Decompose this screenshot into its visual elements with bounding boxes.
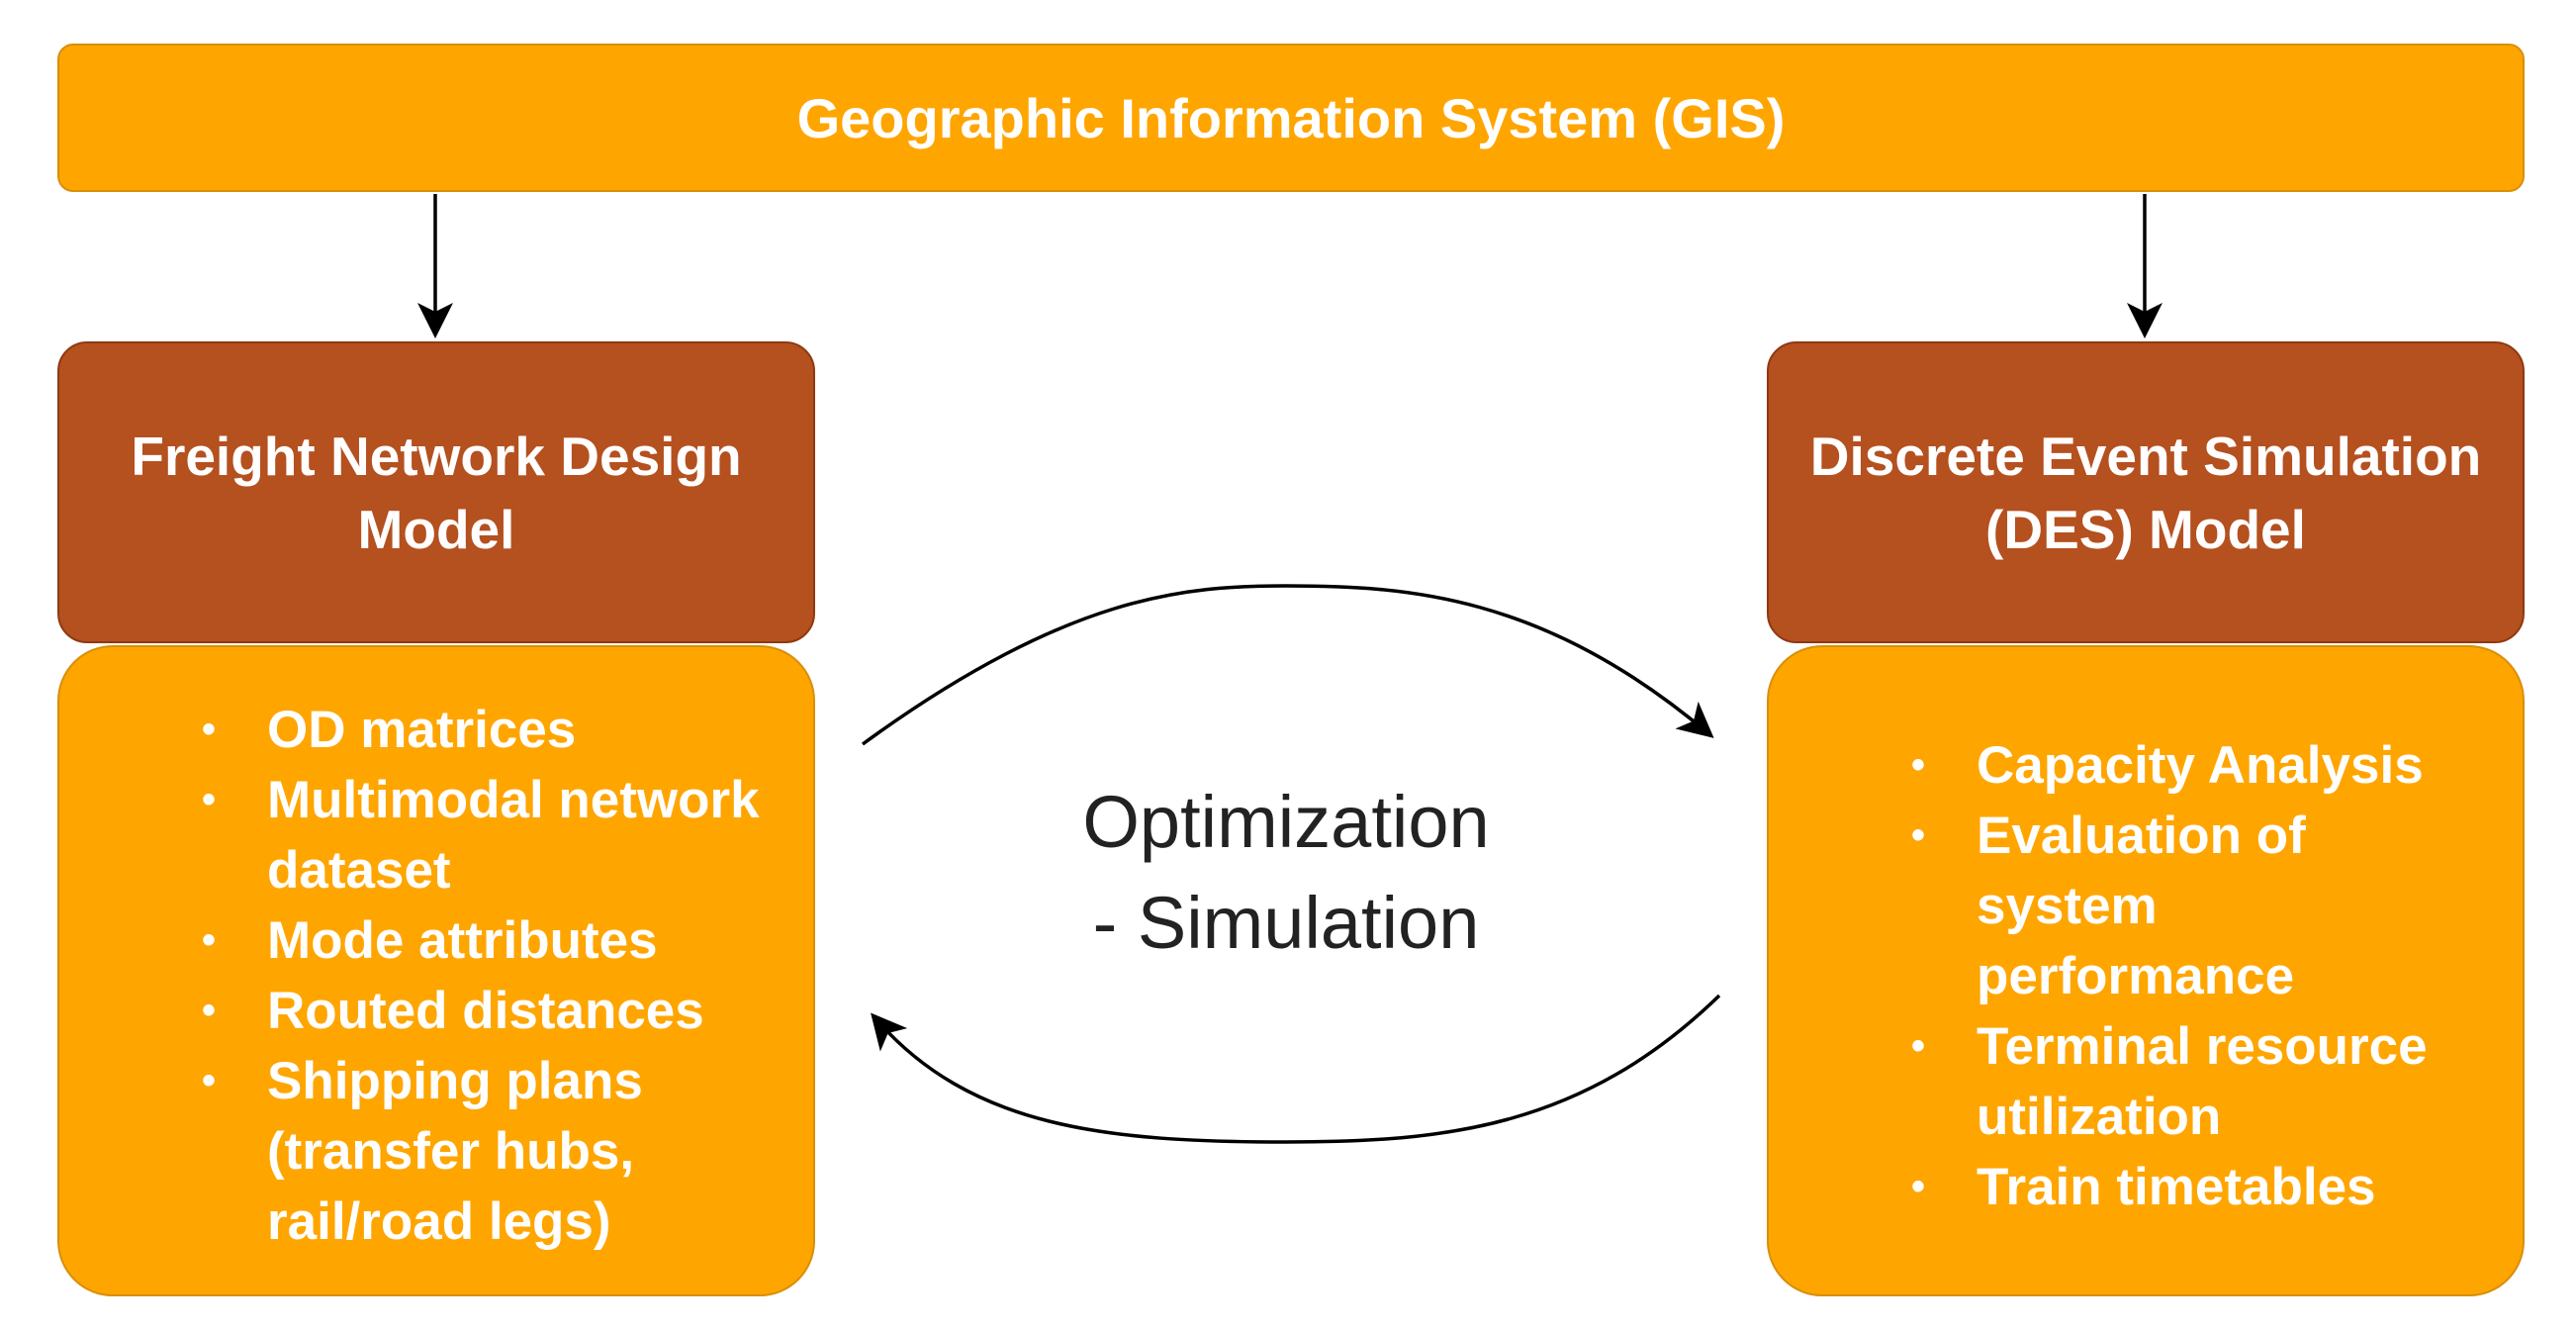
list-item: •Shipping plans (202, 1046, 821, 1116)
list-item: •Terminal resource (1911, 1011, 2511, 1082)
list-item-continued: utilization (1977, 1088, 2222, 1146)
loop-label-line2: - Simulation (1092, 882, 1480, 964)
bullet-icon: • (1911, 1165, 1926, 1208)
des-model-header: Discrete Event Simulation (DES) Model (1767, 341, 2525, 643)
bullet-icon: • (1911, 743, 1926, 787)
list-item: •Routed distances (202, 976, 821, 1046)
bullet-icon: • (202, 918, 217, 962)
freight-model-body: •OD matrices •Multimodal network dataset… (57, 645, 815, 1296)
list-item: •Evaluation of (1911, 801, 2511, 871)
freight-model-list: •OD matrices •Multimodal network dataset… (202, 695, 821, 1257)
optimization-simulation-label: Optimization - Simulation (989, 772, 1583, 974)
list-item-continued: rail/road legs) (267, 1192, 611, 1251)
bullet-icon: • (202, 778, 217, 821)
bullet-icon: • (1911, 813, 1926, 857)
list-item-continued: dataset (267, 841, 451, 900)
bullet-icon: • (202, 989, 217, 1032)
arrow-loop-bottom (871, 994, 1721, 1144)
list-item: •Train timetables (1911, 1152, 2511, 1222)
list-item: •Capacity Analysis (1911, 730, 2511, 801)
des-model-list: •Capacity Analysis •Evaluation of system… (1911, 730, 2511, 1222)
arrow-loop-top (861, 584, 1714, 746)
list-item-continued: performance (1977, 947, 2295, 1005)
list-item-continued: system (1977, 877, 2158, 935)
loop-label-line1: Optimization (1082, 781, 1490, 863)
bullet-icon: • (202, 1059, 217, 1102)
freight-model-title-line2: Model (357, 498, 515, 560)
list-item: •OD matrices (202, 695, 821, 765)
list-item: •Mode attributes (202, 905, 821, 976)
list-item: •Multimodal network (202, 765, 821, 835)
gis-box: Geographic Information System (GIS) (57, 44, 2525, 192)
freight-model-title-line1: Freight Network Design (131, 425, 742, 487)
des-model-body: •Capacity Analysis •Evaluation of system… (1767, 645, 2525, 1296)
bullet-icon: • (202, 708, 217, 751)
list-item-continued: (transfer hubs, (267, 1122, 635, 1181)
bullet-icon: • (1911, 1024, 1926, 1068)
des-model-title-line2: (DES) Model (1985, 498, 2306, 560)
gis-label: Geographic Information System (GIS) (796, 86, 1786, 149)
freight-model-header: Freight Network Design Model (57, 341, 815, 643)
des-model-title-line1: Discrete Event Simulation (1809, 425, 2482, 487)
